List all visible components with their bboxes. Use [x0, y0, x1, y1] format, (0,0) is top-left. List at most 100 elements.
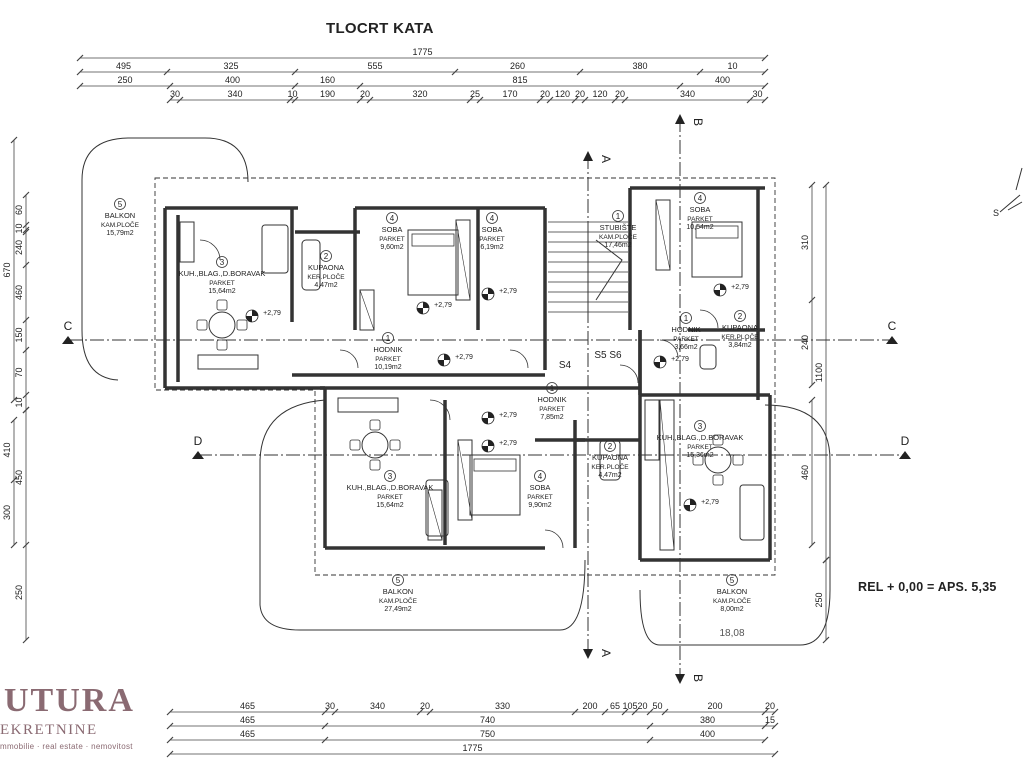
room-12-number-circle	[384, 470, 396, 482]
room-17-number: 5	[730, 576, 735, 585]
chair	[692, 454, 704, 466]
left-dim-a-label: 10	[14, 223, 24, 233]
right-dim-b-tick	[822, 181, 830, 189]
top-dim-row4-label: 10	[287, 89, 297, 99]
wardrobe	[359, 289, 375, 331]
wardrobe-hatch	[455, 219, 471, 301]
plan-title: TLOCRT KATA	[326, 20, 434, 37]
chair	[732, 454, 744, 466]
left-dim-e-label: 250	[14, 585, 24, 600]
top-dim-row4-label: 120	[592, 89, 607, 99]
level-marker-fill	[684, 499, 696, 511]
room-12-name: KUH.,BLAG.,D.BORAVAK	[347, 483, 434, 492]
section-d-label-left: D	[194, 434, 203, 448]
balcony-right-outline	[639, 404, 831, 646]
bottom-dim-row3-tick	[761, 736, 769, 744]
room-16-name: BALKON	[383, 587, 413, 596]
top-dim-row2-label: 260	[510, 61, 525, 71]
top-dim-row4-tick	[366, 96, 374, 104]
bottom-dim-row2-tick	[646, 722, 654, 730]
door-swing	[429, 399, 451, 421]
room-12-area: 15,64m2	[376, 502, 403, 509]
top-dim-row4-label: 20	[360, 89, 370, 99]
bottom-dim-row1-label: 20	[765, 701, 775, 711]
left-dim-b-tick	[10, 136, 18, 144]
bottom-dim-row1-tick	[761, 708, 769, 716]
top-dim-row1-tick	[761, 54, 769, 62]
room-1-name: BALKON	[105, 211, 135, 220]
room-5-number: 4	[490, 214, 495, 223]
room-11-finish: PARKET	[539, 406, 565, 413]
room-3-name: KUPAONA	[308, 263, 344, 272]
left-dim-a-label: 60	[14, 205, 24, 215]
room-12-number: 3	[388, 472, 393, 481]
room-1-number-circle	[114, 198, 126, 210]
room-9-finish: PARKET	[673, 336, 699, 343]
bottom-dim-row1-label: 200	[707, 701, 722, 711]
bottom-dim-row1-label: 30	[325, 701, 335, 711]
room-5-finish: PARKET	[479, 236, 505, 243]
room-13-finish: KER.PLOČE	[591, 462, 629, 471]
left-dim-c-label: 70	[14, 367, 24, 377]
level-marker-value: +2,79	[499, 288, 517, 295]
left-dim-e-label: 450	[14, 470, 24, 485]
bottom-dim-row1-label: 330	[495, 701, 510, 711]
top-dim-row3-tick	[676, 82, 684, 90]
top-dim-row2-tick	[76, 68, 84, 76]
room-15-name: KUH.,BLAG.,D.BORAVAK	[657, 433, 744, 442]
wardrobe-hatch	[457, 439, 473, 521]
room-10-name: KUPAONA	[722, 323, 758, 332]
room-11-name: HODNIK	[537, 395, 566, 404]
wardrobe	[427, 489, 443, 541]
room-2-area: 15,64m2	[208, 288, 235, 295]
stair-arrow	[595, 239, 623, 301]
room-16-area: 27,49m2	[384, 606, 411, 613]
top-dim-row4-tick	[761, 96, 769, 104]
top-dim-row4-tick	[746, 96, 754, 104]
top-dim-row4-label: 170	[502, 89, 517, 99]
bed-pillow	[411, 233, 455, 247]
top-dim-row4-tick	[536, 96, 544, 104]
left-dim-d-label: 300	[2, 505, 12, 520]
top-dim-row4-label: 120	[555, 89, 570, 99]
top-dim-row2-tick	[761, 68, 769, 76]
sanitary-fixture	[699, 344, 717, 370]
level-marker-fill	[438, 354, 450, 366]
logo-word: UTURA	[4, 682, 135, 719]
room-14-finish: PARKET	[527, 494, 553, 501]
room-1-area: 15,79m2	[106, 230, 133, 237]
chair	[369, 459, 381, 471]
top-dim-row1-tick	[76, 54, 84, 62]
room-8-finish: PARKET	[375, 356, 401, 363]
bottom-dim-row1-label: 105	[622, 701, 637, 711]
left-dim-d-tick	[10, 541, 18, 549]
room-6-finish: KAM.PLOČE	[599, 232, 638, 241]
left-dim-c-label: 240	[14, 240, 24, 255]
door-swing	[699, 309, 719, 329]
wardrobe	[655, 199, 671, 271]
room-17-finish: KAM.PLOČE	[713, 596, 752, 605]
top-dim-row2-tick	[451, 68, 459, 76]
top-dim-row2-label: 495	[116, 61, 131, 71]
agency-logo: UTURA EKRETNINE mmobilie · real estate ·…	[0, 682, 150, 768]
level-marker-value: +2,79	[731, 284, 749, 291]
room-14-name: SOBA	[530, 483, 551, 492]
left-dim-b-tick	[10, 396, 18, 404]
slab-outline	[154, 177, 776, 576]
section-a-marker-bottom	[583, 649, 593, 659]
north-arrow-label: S	[993, 208, 999, 218]
room-6-number: 1	[616, 212, 621, 221]
room-3-area: 4,47m2	[314, 282, 337, 289]
chair	[712, 434, 724, 446]
level-marker-fill	[482, 412, 494, 424]
wardrobe	[659, 399, 675, 551]
left-dim-c-label: 10	[14, 397, 24, 407]
top-dim-row2-label: 380	[632, 61, 647, 71]
wardrobe-hatch	[359, 289, 375, 331]
left-dim-c-tick	[22, 391, 30, 399]
shaft-label-bottom: S4	[559, 360, 572, 371]
level-marker-fill	[417, 302, 429, 314]
bottom-dim-row1-label: 200	[582, 701, 597, 711]
room-2-finish: PARKET	[209, 280, 235, 287]
section-b-marker-top	[675, 114, 685, 124]
